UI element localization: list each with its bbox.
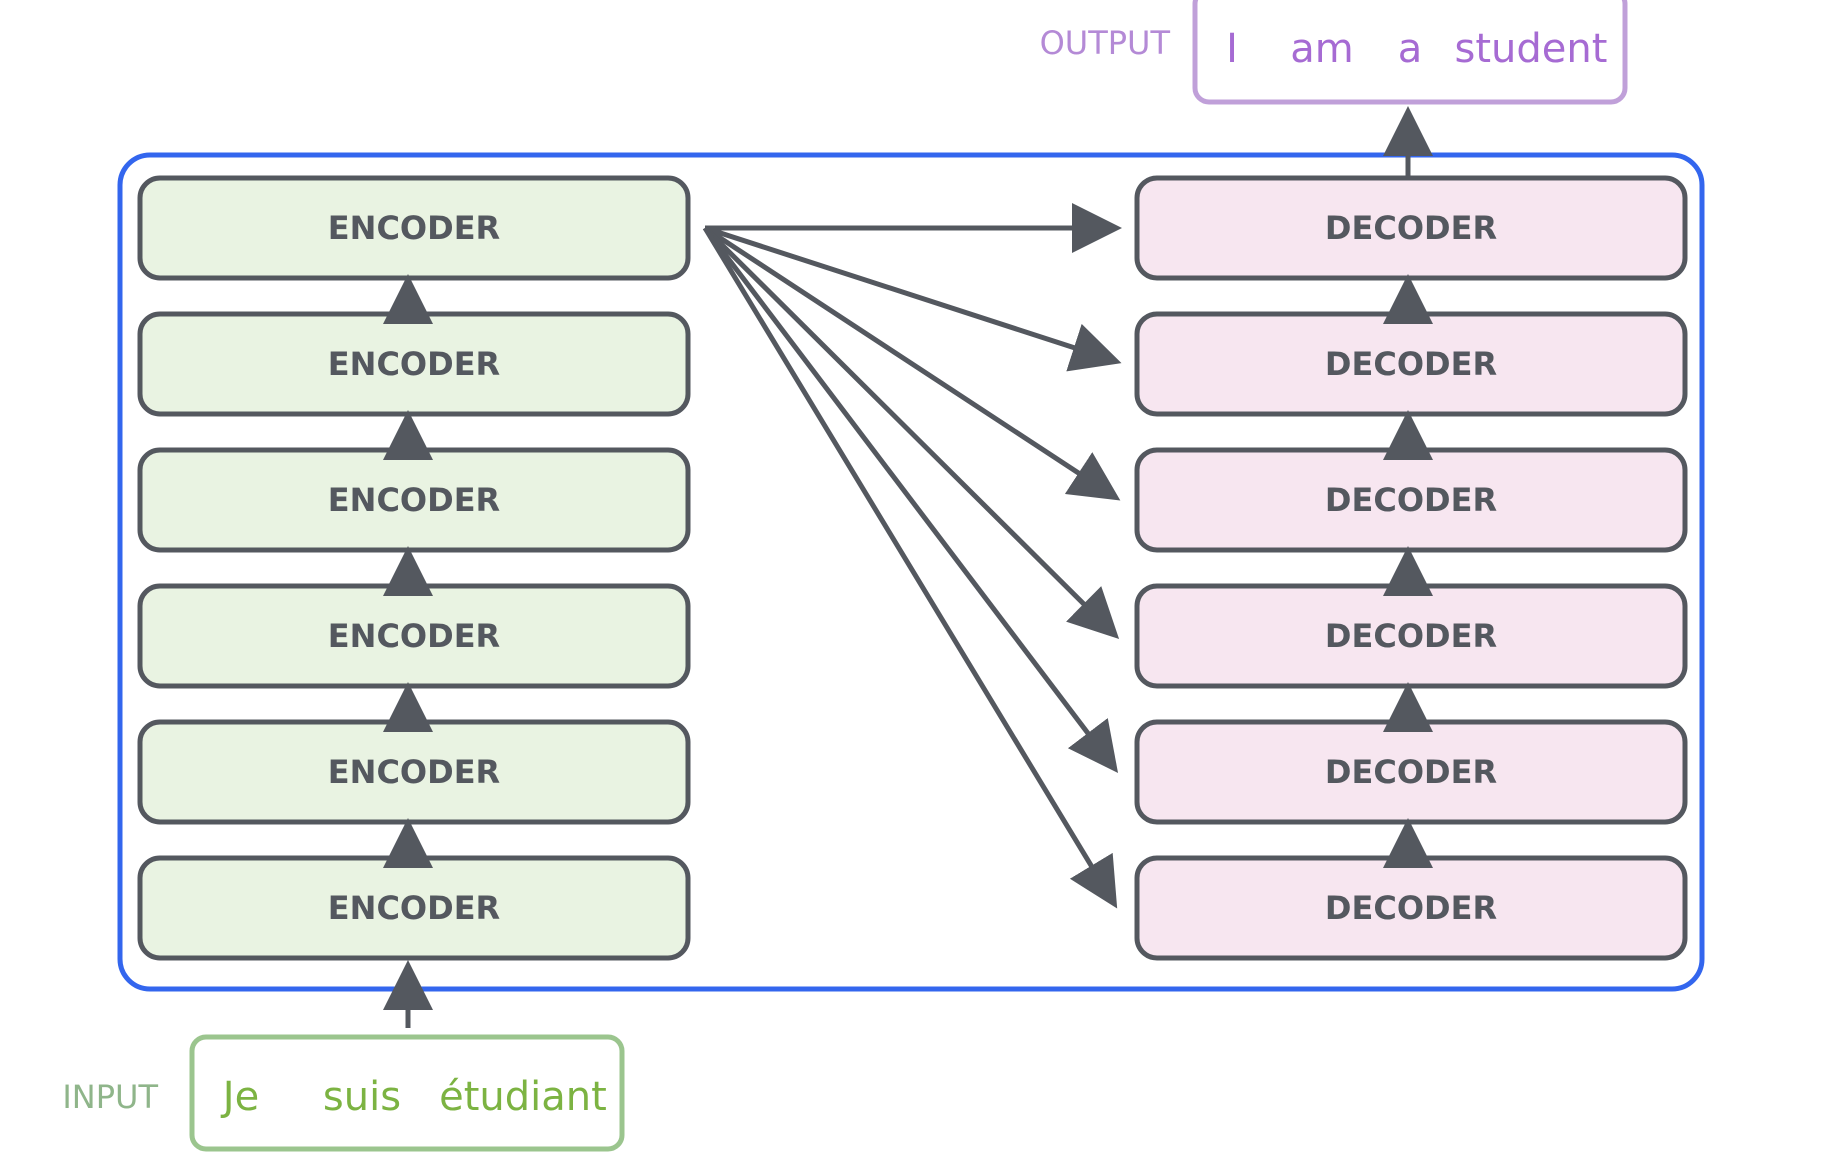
arrow <box>704 225 1122 372</box>
input-label: INPUT <box>62 1078 158 1116</box>
encoder-label: ENCODER <box>328 753 500 791</box>
encoder-decoder-arrows <box>702 203 1122 909</box>
output-token: I <box>1226 26 1238 72</box>
output-label: OUTPUT <box>1040 24 1171 62</box>
encoder-label: ENCODER <box>328 345 500 383</box>
decoder-3: DECODER <box>1134 447 1688 553</box>
arrow <box>703 225 1121 501</box>
output-box <box>1192 0 1628 105</box>
decoder-label: DECODER <box>1325 617 1497 655</box>
encoder-label: ENCODER <box>328 889 500 927</box>
decoder-label: DECODER <box>1325 753 1497 791</box>
decoder-label: DECODER <box>1325 481 1497 519</box>
output-token: am <box>1290 26 1353 72</box>
encoder-label: ENCODER <box>328 209 500 247</box>
arrow <box>702 226 1118 909</box>
encoder-2: ENCODER <box>137 311 691 417</box>
encoder-1: ENCODER <box>137 175 691 281</box>
arrow <box>703 226 1120 640</box>
decoder-2: DECODER <box>1134 311 1688 417</box>
encoder-5: ENCODER <box>137 719 691 825</box>
output-group: OUTPUT I am a student <box>1040 0 1628 105</box>
output-token: a <box>1398 26 1423 72</box>
input-token: étudiant <box>439 1074 607 1120</box>
decoder-label: DECODER <box>1325 889 1497 927</box>
encoder-6: ENCODER <box>137 855 691 961</box>
encoder-label: ENCODER <box>328 617 500 655</box>
encoder-label: ENCODER <box>328 481 500 519</box>
decoder-4: DECODER <box>1134 583 1688 689</box>
decoder-label: DECODER <box>1325 209 1497 247</box>
decoder-6: DECODER <box>1134 855 1688 961</box>
encoder-4: ENCODER <box>137 583 691 689</box>
decoder-stack: DECODER DECODER DECODER DECODER DECODER … <box>1134 175 1688 961</box>
input-token: suis <box>323 1074 401 1120</box>
encoder-stack: ENCODER ENCODER ENCODER ENCODER ENCODER … <box>137 175 691 961</box>
input-group: INPUT Je suis étudiant <box>62 1034 625 1152</box>
output-token: student <box>1455 26 1608 72</box>
decoder-label: DECODER <box>1325 345 1497 383</box>
decoder-1: DECODER <box>1134 175 1688 281</box>
arrow <box>703 226 1119 773</box>
transformer-container <box>117 152 1705 992</box>
input-token: Je <box>220 1074 259 1120</box>
encoder-3: ENCODER <box>137 447 691 553</box>
input-box <box>189 1034 625 1152</box>
decoder-5: DECODER <box>1134 719 1688 825</box>
